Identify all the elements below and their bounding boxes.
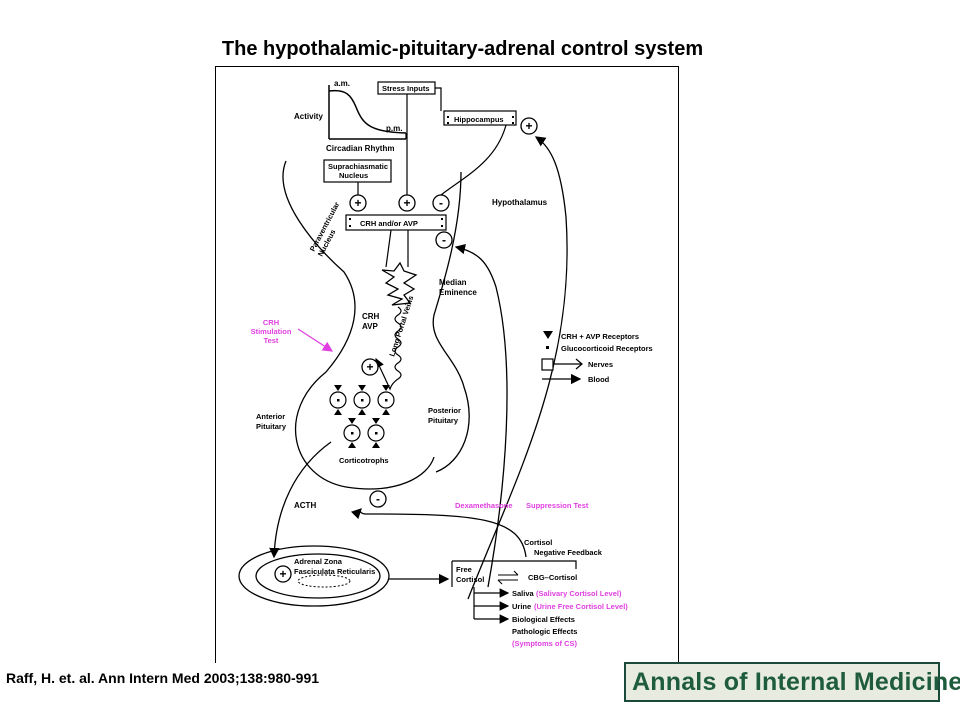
hpa-diagram: Activity a.m. p.m. Circadian Rhythm Supr…: [215, 66, 679, 663]
pathologic-effects-label: Pathologic Effects: [512, 627, 577, 636]
slide-title: The hypothalamic-pituitary-adrenal contr…: [221, 38, 704, 60]
dex-test-label-2: Suppression Test: [526, 501, 589, 510]
journal-logo: Annals of Internal Medicine: [624, 662, 960, 702]
dex-test-label-1: Dexamethasone: [455, 501, 513, 510]
svg-text:-: -: [439, 196, 443, 210]
crh-test-label-1: CRH: [263, 318, 279, 327]
scn-label-1: Suprachiasmatic: [328, 162, 388, 171]
saliva-label: Saliva: [512, 589, 535, 598]
hippocampus-label: Hippocampus: [454, 115, 504, 124]
posterior-pituitary-label-1: Posterior: [428, 406, 461, 415]
svg-text:+: +: [403, 196, 410, 210]
symptoms-note: (Symptoms of CS): [512, 639, 578, 648]
urine-note: (Urine Free Cortisol Level): [534, 602, 628, 611]
cbg-cortisol-label: CBG–Cortisol: [528, 573, 577, 582]
hypothalamus-feedback-arrow: [454, 243, 508, 588]
circadian-rhythm-label: Circadian Rhythm: [326, 144, 394, 153]
adrenal-label-1: Adrenal Zona: [294, 557, 343, 566]
citation: Raff, H. et. al. Ann Intern Med 2003;138…: [6, 670, 320, 686]
urine-label: Urine: [512, 602, 531, 611]
adrenal-outer-oval: [238, 545, 390, 607]
crh-test-label-2: Stimulation: [251, 327, 292, 336]
svg-text:+: +: [525, 119, 532, 133]
biological-effects-label: Biological Effects: [512, 615, 575, 624]
stress-inputs-label: Stress Inputs: [382, 84, 430, 93]
free-cortisol-label-2: Cortisol: [456, 575, 484, 584]
saliva-note: (Salivary Cortisol Level): [536, 589, 622, 598]
acth-arrow: [269, 441, 332, 559]
hpa-diagram-svg: Activity a.m. p.m. Circadian Rhythm Supr…: [238, 79, 653, 648]
crh-avp-release-burst: [381, 261, 418, 306]
legend-nerves: Nerves: [588, 360, 613, 369]
scn-label-2: Nucleus: [339, 171, 368, 180]
acth-label: ACTH: [294, 501, 316, 510]
brain-outline-right: [432, 171, 470, 473]
pituitary-feedback-arrow: [350, 508, 527, 558]
cortisol-feedback-label-1: Cortisol: [524, 538, 552, 547]
median-eminence-label-2: Eminence: [439, 288, 477, 297]
pm-label: p.m.: [386, 124, 402, 133]
legend: CRH + AVP Receptors Glucocorticoid Recep…: [541, 331, 653, 385]
crh-test-arrow: [297, 328, 334, 352]
activity-label: Activity: [294, 112, 323, 121]
adrenal-label-2: Fasciculata Reticularis: [294, 567, 375, 576]
corticotrophs-label: Corticotrophs: [339, 456, 389, 465]
posterior-pituitary-label-2: Pituitary: [428, 416, 459, 425]
journal-logo-text: Annals of Internal Medicine: [632, 668, 960, 696]
am-label: a.m.: [334, 79, 350, 88]
corticotroph-cells: [329, 385, 395, 448]
free-cortisol-label-1: Free: [456, 565, 472, 574]
hippocampus-box: [443, 110, 517, 126]
svg-text:+: +: [366, 360, 373, 374]
cortisol-feedback-label-2: Negative Feedback: [534, 548, 603, 557]
svg-text:+: +: [354, 196, 361, 210]
adrenal-inner-oval: [255, 553, 381, 599]
avp-label: AVP: [362, 322, 379, 331]
hypothalamus-label: Hypothalamus: [492, 198, 548, 207]
svg-text:-: -: [376, 492, 380, 506]
crh-avp-box: [345, 214, 447, 231]
crh-label: CRH: [362, 312, 380, 321]
hippocampus-feedback-arrow: [467, 136, 568, 600]
legend-crh-avp-receptors: CRH + AVP Receptors: [561, 332, 639, 341]
brain-outline-left: [282, 160, 435, 490]
anterior-pituitary-label-2: Pituitary: [256, 422, 287, 431]
svg-text:-: -: [442, 233, 446, 247]
crh-test-label-3: Test: [264, 336, 279, 345]
anterior-pituitary-label-1: Anterior: [256, 412, 285, 421]
portal-vein: [375, 306, 402, 391]
median-eminence-label-1: Median: [439, 278, 467, 287]
circadian-rhythm-plot: Activity a.m. p.m. Circadian Rhythm: [294, 79, 407, 153]
legend-glucocorticoid-receptors: Glucocorticoid Receptors: [561, 344, 653, 353]
crh-avp-label: CRH and/or AVP: [360, 219, 418, 228]
svg-text:+: +: [279, 567, 286, 581]
hippocampus-plus-sign: [520, 117, 538, 135]
legend-blood: Blood: [588, 375, 610, 384]
